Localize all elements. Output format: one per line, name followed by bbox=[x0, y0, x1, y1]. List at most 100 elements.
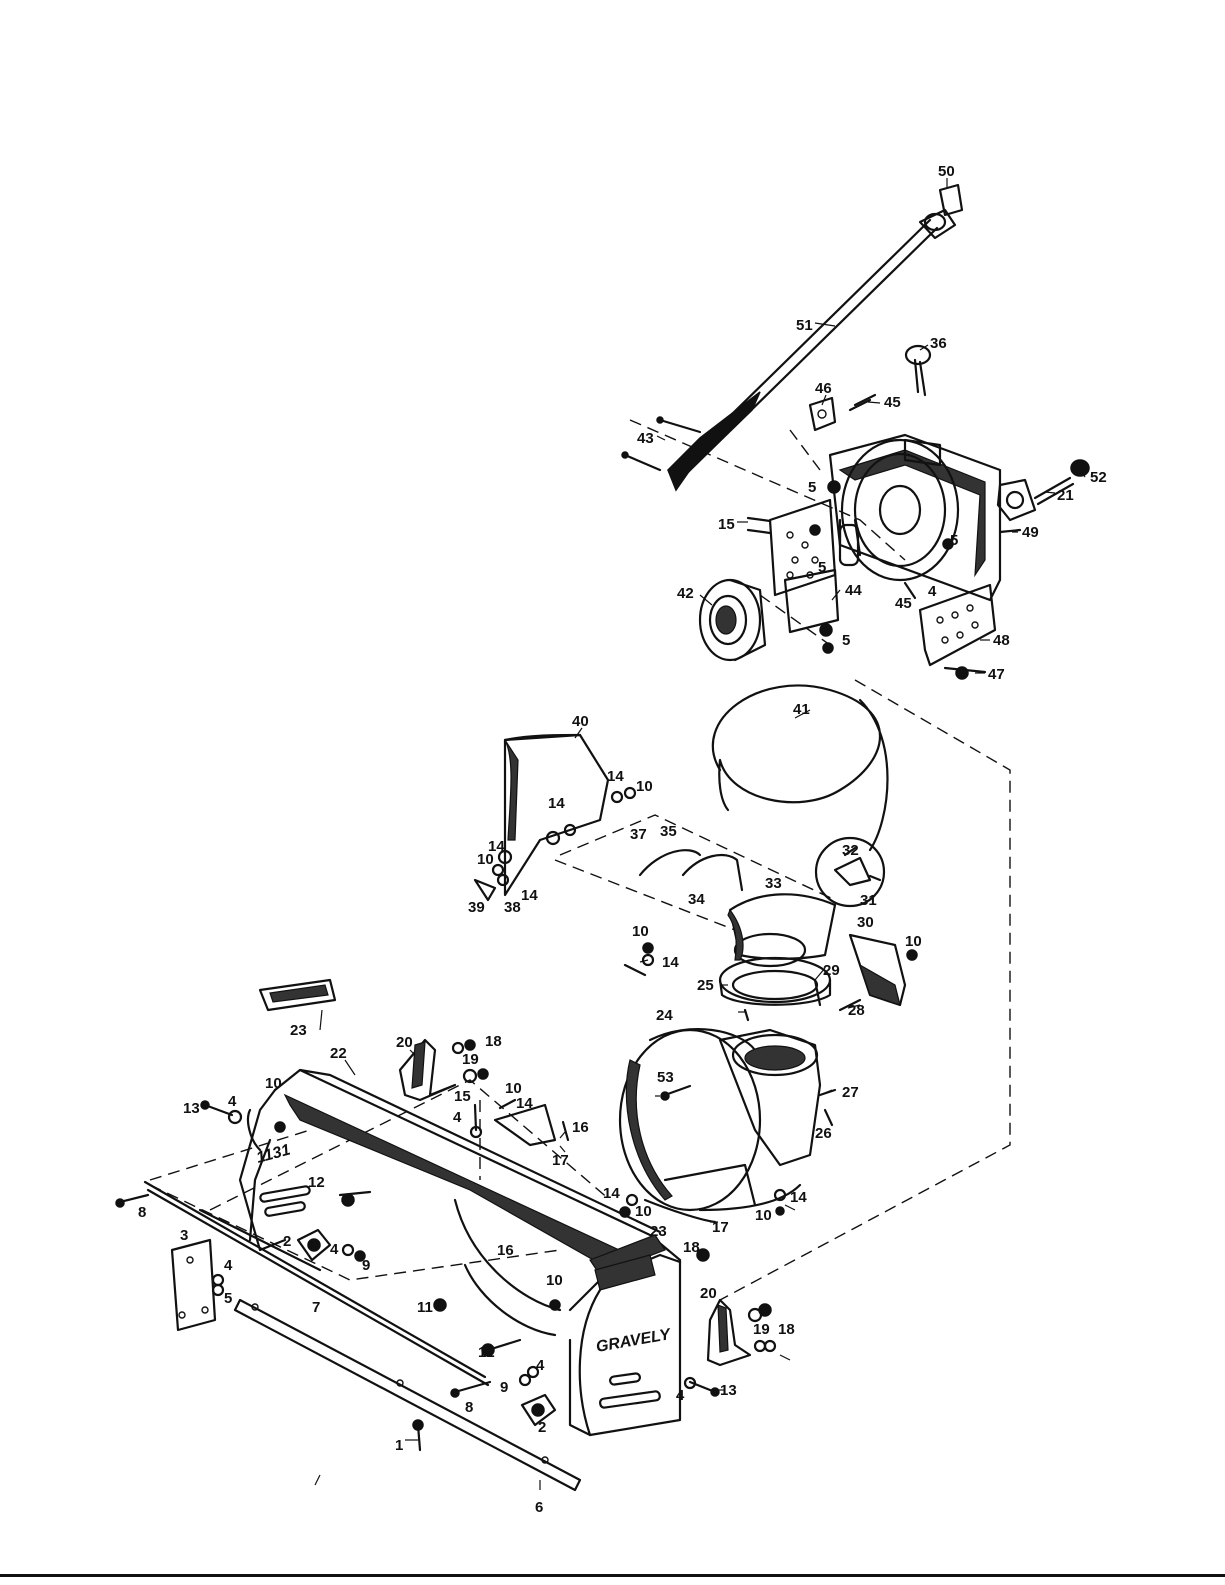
callout-33: 33 bbox=[765, 875, 782, 892]
callout-18b: 18 bbox=[683, 1239, 700, 1256]
callout-16b: 16 bbox=[497, 1242, 514, 1259]
callout-29: 29 bbox=[823, 962, 840, 979]
callout-28: 28 bbox=[848, 1002, 865, 1019]
bearing-flange bbox=[700, 580, 765, 660]
callout-4g: 4 bbox=[676, 1387, 685, 1404]
callout-18c: 18 bbox=[778, 1321, 795, 1338]
callout-10d: 10 bbox=[905, 933, 922, 950]
callout-10a: 10 bbox=[636, 778, 653, 795]
mounting-plate-left bbox=[770, 500, 835, 595]
callout-11: 11 bbox=[417, 1299, 433, 1316]
plate-small bbox=[785, 570, 838, 632]
callout-37: 37 bbox=[630, 826, 647, 843]
callout-4e: 4 bbox=[224, 1257, 233, 1274]
callout-14h: 14 bbox=[790, 1189, 807, 1206]
callout-51: 51 bbox=[796, 317, 813, 334]
callout-7: 7 bbox=[312, 1299, 320, 1316]
callout-19a: 19 bbox=[462, 1051, 479, 1068]
callout-23b: 23 bbox=[650, 1223, 667, 1240]
callout-25: 25 bbox=[697, 977, 714, 994]
callout-14a: 14 bbox=[607, 768, 624, 785]
callout-20a: 20 bbox=[396, 1034, 413, 1051]
callout-46: 46 bbox=[815, 380, 832, 397]
fan-housing bbox=[620, 1029, 820, 1210]
callout-5a: 5 bbox=[808, 479, 816, 496]
upper-chute bbox=[728, 894, 835, 966]
scraper-bar bbox=[235, 1300, 580, 1490]
callout-15a: 15 bbox=[718, 516, 735, 533]
callout-53: 53 bbox=[657, 1069, 674, 1086]
callout-19b: 19 bbox=[753, 1321, 770, 1338]
auger-shaft bbox=[145, 1182, 488, 1385]
callout-36: 36 bbox=[930, 335, 947, 352]
callout-42: 42 bbox=[677, 585, 694, 602]
callout-31: 31 bbox=[860, 892, 877, 909]
callout-9a: 9 bbox=[362, 1257, 370, 1274]
callout-18a: 18 bbox=[485, 1033, 502, 1050]
callout-5b: 5 bbox=[950, 532, 958, 549]
callout-16a: 16 bbox=[572, 1119, 589, 1136]
callout-30: 30 bbox=[857, 914, 874, 931]
callout-6: 6 bbox=[535, 1499, 543, 1516]
callout-4c: 4 bbox=[453, 1109, 462, 1126]
callout-24: 24 bbox=[656, 1007, 673, 1024]
callout-9b: 9 bbox=[500, 1379, 508, 1396]
callout-13a: 13 bbox=[183, 1100, 200, 1117]
callout-14e: 14 bbox=[662, 954, 679, 971]
callout-43: 43 bbox=[637, 430, 654, 447]
callout-13b: 13 bbox=[720, 1382, 737, 1399]
callout-21: 21 bbox=[1057, 487, 1074, 504]
callout-27: 27 bbox=[842, 1084, 859, 1101]
callout-14b: 14 bbox=[548, 795, 565, 812]
callout-44: 44 bbox=[845, 582, 862, 599]
callout-23a: 23 bbox=[290, 1022, 307, 1039]
callout-48: 48 bbox=[993, 632, 1010, 649]
decal-small bbox=[940, 185, 962, 215]
callout-52: 52 bbox=[1090, 469, 1107, 486]
callout-4b: 4 bbox=[228, 1093, 237, 1110]
callout-5e: 5 bbox=[224, 1290, 232, 1307]
callout-22: 22 bbox=[330, 1045, 347, 1062]
bearing-flange-left bbox=[298, 1230, 330, 1260]
callout-14d: 14 bbox=[521, 887, 538, 904]
callout-39: 39 bbox=[468, 899, 485, 916]
callout-2a: 2 bbox=[283, 1233, 291, 1250]
callout-32: 32 bbox=[842, 842, 859, 859]
hair-pin-clip bbox=[906, 346, 930, 395]
callout-3: 3 bbox=[180, 1227, 188, 1244]
callout-26: 26 bbox=[815, 1125, 832, 1142]
decal-23 bbox=[260, 980, 335, 1010]
callout-5d: 5 bbox=[842, 632, 850, 649]
callout-10h: 10 bbox=[755, 1207, 772, 1224]
idler-arm bbox=[998, 460, 1089, 520]
callout-12b: 12 bbox=[478, 1344, 495, 1361]
callout-1: 1 bbox=[395, 1437, 403, 1454]
callout-5c: 5 bbox=[818, 559, 826, 576]
callout-10e: 10 bbox=[265, 1075, 282, 1092]
callout-4d: 4 bbox=[330, 1241, 339, 1258]
callout-41: 41 bbox=[793, 701, 810, 718]
callout-4f: 4 bbox=[536, 1357, 545, 1374]
chute-crank-rod bbox=[668, 210, 955, 490]
callout-47: 47 bbox=[988, 666, 1005, 683]
gear-housing bbox=[830, 435, 1000, 600]
callout-17b: 17 bbox=[712, 1219, 729, 1236]
callout-50: 50 bbox=[938, 163, 955, 180]
callout-40: 40 bbox=[572, 713, 589, 730]
chute-deflector bbox=[505, 735, 608, 895]
callout-14f: 14 bbox=[516, 1095, 533, 1112]
callout-35: 35 bbox=[660, 823, 677, 840]
callout-15b: 15 bbox=[454, 1088, 471, 1105]
callout-10i: 10 bbox=[546, 1272, 563, 1289]
bracket-3 bbox=[172, 1240, 215, 1330]
callout-12a: 12 bbox=[308, 1174, 325, 1191]
callout-45b: 45 bbox=[895, 595, 912, 612]
callout-49: 49 bbox=[1022, 524, 1039, 541]
callout-10c: 10 bbox=[632, 923, 649, 940]
callout-34: 34 bbox=[688, 891, 705, 908]
callout-8a: 8 bbox=[138, 1204, 146, 1221]
brand-marking: GRAVELY bbox=[595, 1326, 673, 1356]
callout-20b: 20 bbox=[700, 1285, 717, 1302]
callout-4a: 4 bbox=[928, 583, 937, 600]
